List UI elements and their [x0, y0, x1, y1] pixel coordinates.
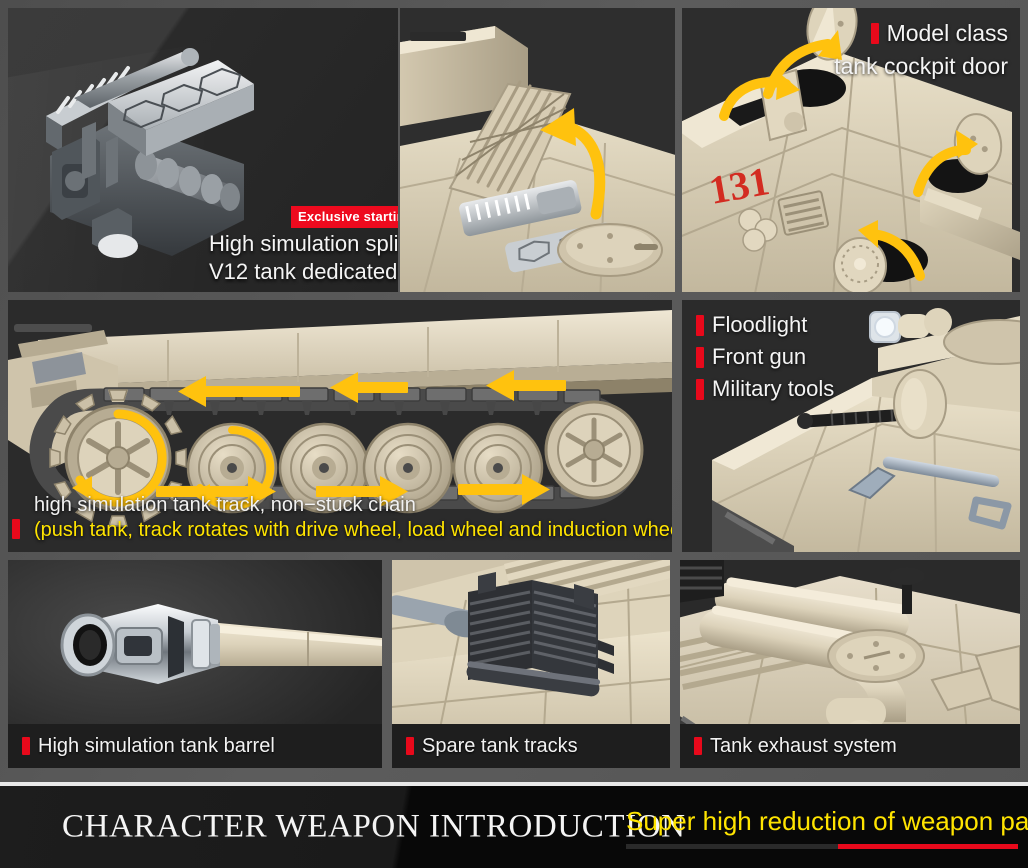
cockpit-door-image: 131: [682, 8, 1020, 292]
floodlight-part: [869, 308, 952, 343]
track-caption-line1: high simulation tank track, non−stuck ch…: [34, 494, 416, 517]
red-bullet-icon: [22, 737, 30, 755]
induction-wheel: [544, 400, 644, 500]
arrow-hatch-3: [913, 130, 978, 197]
spare-tracks-caption-text: Spare tank tracks: [422, 734, 578, 757]
panel-front-equipment: Floodlight Front gun Military tools: [682, 300, 1020, 552]
bullet-floodlight-label: Floodlight: [712, 312, 808, 337]
red-bullet-icon: [696, 378, 704, 400]
panel-spare-tracks: Spare tank tracks: [392, 560, 670, 768]
military-tools-part: [848, 456, 1012, 530]
arrow-track-bottom-1: [156, 476, 276, 507]
barrel-caption: High simulation tank barrel: [8, 724, 382, 768]
barrel-caption-text: High simulation tank barrel: [38, 734, 275, 757]
drive-wheel: [49, 389, 187, 527]
banner-wedge: [0, 786, 640, 868]
cockpit-caption-line1: Model class: [870, 20, 1008, 47]
bullet-military-tools: Military tools: [696, 376, 834, 402]
panel-cockpit-door: 131: [682, 8, 1020, 292]
red-bullet-icon: [696, 346, 704, 368]
front-equipment-image: [682, 300, 1020, 552]
engine-caption-line2: V12 tank dedicated engine: [209, 258, 398, 284]
tank-track-image: [8, 300, 672, 552]
red-bullet-icon: [406, 737, 414, 755]
red-bullet-icon: [696, 314, 704, 336]
arrow-track-top-1: [178, 376, 300, 407]
arrow-hatch-2: [719, 72, 800, 121]
exhaust-caption: Tank exhaust system: [680, 724, 1020, 768]
arrow-hatch-4: [858, 220, 925, 281]
arrow-track-top-3: [486, 370, 566, 401]
red-bullet-icon: [694, 737, 702, 755]
banner-title: CHARACTER WEAPON INTRODUCTION: [62, 808, 686, 845]
banner-rule: [626, 844, 1018, 849]
badge-exclusive-starting: Exclusive starting: [291, 206, 398, 228]
spare-track-blocks: [466, 572, 614, 697]
v12-engine-image: [46, 48, 254, 258]
bottom-banner: CHARACTER WEAPON INTRODUCTION Super high…: [0, 782, 1028, 868]
engine-caption-line1: High simulation splicing,: [209, 231, 398, 256]
spare-tracks-caption: Spare tank tracks: [392, 724, 670, 768]
panel-engine: Exclusive starting High simulation splic…: [8, 8, 398, 292]
banner-rule-dark: [626, 844, 838, 849]
panel-tank-track: high simulation tank track, non−stuck ch…: [8, 300, 672, 552]
antenna-knob: [889, 567, 925, 614]
bullet-floodlight: Floodlight: [696, 312, 834, 338]
front-gun-part: [797, 408, 912, 429]
arrow-track-bottom-2: [316, 476, 408, 507]
panel-tank-barrel: High simulation tank barrel: [8, 560, 382, 768]
bullet-front-gun-label: Front gun: [712, 344, 807, 369]
engine-caption: High simulation splicing, V12 tank dedic…: [209, 230, 398, 285]
road-wheels: [186, 422, 544, 514]
arrow-open-hatch: [540, 108, 606, 220]
banner-subtitle: Super high reduction of weapon parts: [626, 806, 1028, 836]
red-bullet-icon: [12, 519, 20, 539]
track-caption: high simulation tank track, non−stuck ch…: [12, 493, 672, 542]
banner-rule-accent: [837, 844, 1018, 849]
arrow-track-bottom-3: [458, 474, 550, 505]
front-equipment-bullets: Floodlight Front gun Military tools: [696, 312, 834, 402]
cockpit-caption-line1-text: Model class: [886, 20, 1008, 46]
cockpit-caption: Model class tank cockpit door: [834, 20, 1008, 80]
hull-number: 131: [706, 158, 773, 213]
muzzle-brake: [60, 604, 220, 684]
panel-exhaust-system: Tank exhaust system: [680, 560, 1020, 768]
cockpit-caption-line2-text: tank cockpit door: [834, 53, 1008, 79]
arrow-track-top-2: [330, 372, 408, 403]
track-caption-line2: (push tank, track rotates with drive whe…: [34, 518, 672, 541]
exhaust-caption-text: Tank exhaust system: [710, 734, 897, 757]
arrow-rotate-drive-wheel: [75, 409, 167, 507]
engine-bay-image: [400, 8, 675, 292]
panel-engine-bay: [400, 8, 675, 292]
bullet-military-tools-label: Military tools: [712, 376, 835, 401]
cockpit-caption-line2: tank cockpit door: [834, 53, 1008, 80]
red-bullet-icon: [870, 23, 879, 44]
bullet-front-gun: Front gun: [696, 344, 834, 370]
